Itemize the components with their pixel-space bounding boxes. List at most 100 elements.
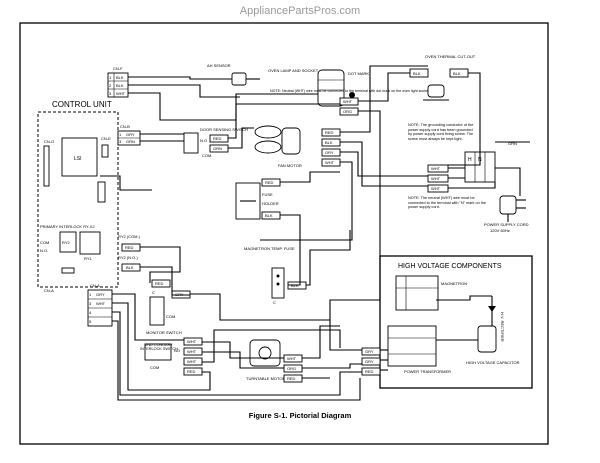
- secondary-com: COM: [150, 365, 159, 370]
- cn-b-connector: [117, 130, 141, 146]
- grounding-note: NOTE: The grounding conductor of the pow…: [408, 123, 474, 141]
- transformer-wire-2: GRY: [365, 359, 374, 364]
- cn-f-wire-3: WHT: [116, 91, 126, 96]
- magnetron-temp-fuse: [271, 267, 285, 299]
- fuse-holder-label: HOLDER: [262, 201, 279, 206]
- cn-a-connector: [87, 289, 113, 327]
- secondary-wire-2: WHT: [187, 349, 197, 354]
- relay-ry2: [59, 231, 77, 253]
- watermark: AppliancePartsPros.com: [240, 5, 360, 17]
- power-cord-label: POWER SUPPLY CORD: [484, 222, 529, 227]
- cn-a-wire-1: GRY: [96, 292, 105, 297]
- outer-frame: [19, 22, 549, 445]
- cn-g-connector: [43, 145, 50, 187]
- door-switch-wire-1: RED: [213, 136, 222, 141]
- cn-a-label: CN-A: [90, 283, 100, 288]
- transformer-wire-1: GRY: [365, 349, 374, 354]
- dot-mark-label: DOT MARK: [348, 71, 369, 76]
- control-unit-board: [37, 111, 119, 288]
- fan-wire-4: WHT: [325, 160, 335, 165]
- power-plug: [499, 195, 526, 222]
- secondary-wire-1: WHT: [187, 339, 197, 344]
- fuse-wire-2: BLK: [265, 213, 273, 218]
- turntable-label: TURNTABLE MOTOR: [246, 376, 286, 381]
- figure-caption: Figure S-1. Pictorial Diagram: [249, 411, 352, 420]
- cn-e-label: CN-E: [101, 136, 111, 141]
- magnetron: [395, 275, 439, 311]
- secondary-interlock-text: 2ND CONDARY INTERLOCK SWITCH: [140, 343, 178, 352]
- cn-a-pin-1: 1: [89, 292, 92, 297]
- oven-lamp-note-text: NOTE: Neutral (WHT) wire must be connect…: [270, 89, 430, 93]
- cn-e-connector: [101, 144, 109, 158]
- transformer-wire-3: RED: [365, 369, 374, 374]
- wiring: [100, 65, 521, 401]
- door-switch-body: [183, 132, 199, 154]
- hv-rectifier: [488, 296, 496, 320]
- cn-f-wire-1: BLK: [116, 75, 124, 80]
- relay-ry1: [79, 231, 101, 255]
- cn-f-connector: [107, 72, 129, 98]
- secondary-interlock-switch: [144, 343, 172, 361]
- board-terminal-strip: [61, 267, 75, 274]
- cn-g-label: CN-G: [44, 139, 54, 144]
- secondary-wire-4: RED: [187, 369, 196, 374]
- oven-thermal-label: OVEN THERMAL CUT-OUT: [425, 54, 476, 59]
- control-unit-title: CONTROL UNIT: [52, 100, 112, 109]
- rectifier-label: H.V. RECTIFIER: [500, 312, 505, 342]
- fan-wire-1: RED: [325, 130, 334, 135]
- cn-f-pin-3: 3: [109, 91, 112, 96]
- cn-b-wire-3: GRN: [126, 139, 135, 144]
- oven-lamp-wire-1: WHT: [343, 99, 353, 104]
- ground-wire-label: GRN: [508, 141, 517, 146]
- fan-motor: [254, 125, 301, 155]
- secondary-wire-3: WHT: [187, 359, 197, 364]
- cn-f-pin-2: 2: [109, 83, 112, 88]
- fuse-label: FUSE: [262, 192, 273, 197]
- door-switch-com: COM.: [202, 153, 212, 158]
- monitor-terminal-1: [151, 279, 171, 288]
- magnetron-fuse-label: MAGNETRON TEMP. FUSE: [244, 246, 295, 251]
- cn-a-board-label: CN-A: [44, 288, 54, 293]
- grounding-note-text: NOTE: The grounding conductor of the pow…: [408, 123, 474, 141]
- monitor-wire-1: RED: [155, 281, 164, 286]
- cn-b-wire-1: GRY: [126, 132, 135, 137]
- board-com-label: COM: [40, 240, 49, 245]
- magnetron-fuse-c: C: [273, 300, 276, 305]
- ah-sensor-label: AH SENSOR: [207, 63, 231, 68]
- transformer-terminal-1: [361, 347, 381, 356]
- cn-a-pin-5: 5: [89, 319, 92, 324]
- monitor-switch-label: MONITOR SWITCH: [146, 330, 182, 335]
- neutral-note: NOTE: The neutral (WHT) wire must be con…: [408, 196, 487, 210]
- lsi-chip: [61, 137, 98, 177]
- cn-b-pin-3: 3: [119, 139, 122, 144]
- power-wire-2: WHT: [431, 176, 441, 181]
- turntable-wire-2: ORG: [287, 366, 296, 371]
- neutral-note-text: NOTE: The neutral (WHT) wire must be con…: [408, 196, 487, 210]
- door-switch-wire-2: GRN: [213, 146, 222, 151]
- turntable-wire-3: RED: [287, 376, 296, 381]
- cn-f-wire-2: BLK: [116, 83, 124, 88]
- ry1-label: RY1: [84, 256, 92, 261]
- board-no-label: N.O.: [40, 248, 48, 253]
- ry2-no-label: RY2 (N.O.): [118, 255, 138, 260]
- high-voltage-title: HIGH VOLTAGE COMPONENTS: [398, 263, 502, 270]
- monitor-switch-c: C: [152, 290, 155, 295]
- secondary-no: NO: [174, 348, 180, 353]
- fan-wire-2: BLK: [325, 140, 333, 145]
- fuse-holder: [235, 182, 261, 220]
- fuse-wire-1: RED: [265, 180, 274, 185]
- secondary-interlock-label: 2ND CONDARY INTERLOCK SWITCH: [140, 343, 178, 352]
- ah-sensor: [231, 72, 260, 86]
- oven-lamp-socket: [317, 69, 355, 107]
- hv-capacitor: [477, 325, 497, 353]
- cn-f-label: CN-F: [113, 66, 123, 71]
- magnetron-label: MAGNETRON: [441, 281, 467, 286]
- ry2-label: RY2: [62, 240, 70, 245]
- high-voltage-box: [379, 255, 533, 389]
- cn-a-pin-4: 4: [89, 310, 92, 315]
- power-transformer: [387, 325, 437, 367]
- lsi-label: LSI: [74, 156, 82, 162]
- transformer-terminal-2: [361, 357, 381, 366]
